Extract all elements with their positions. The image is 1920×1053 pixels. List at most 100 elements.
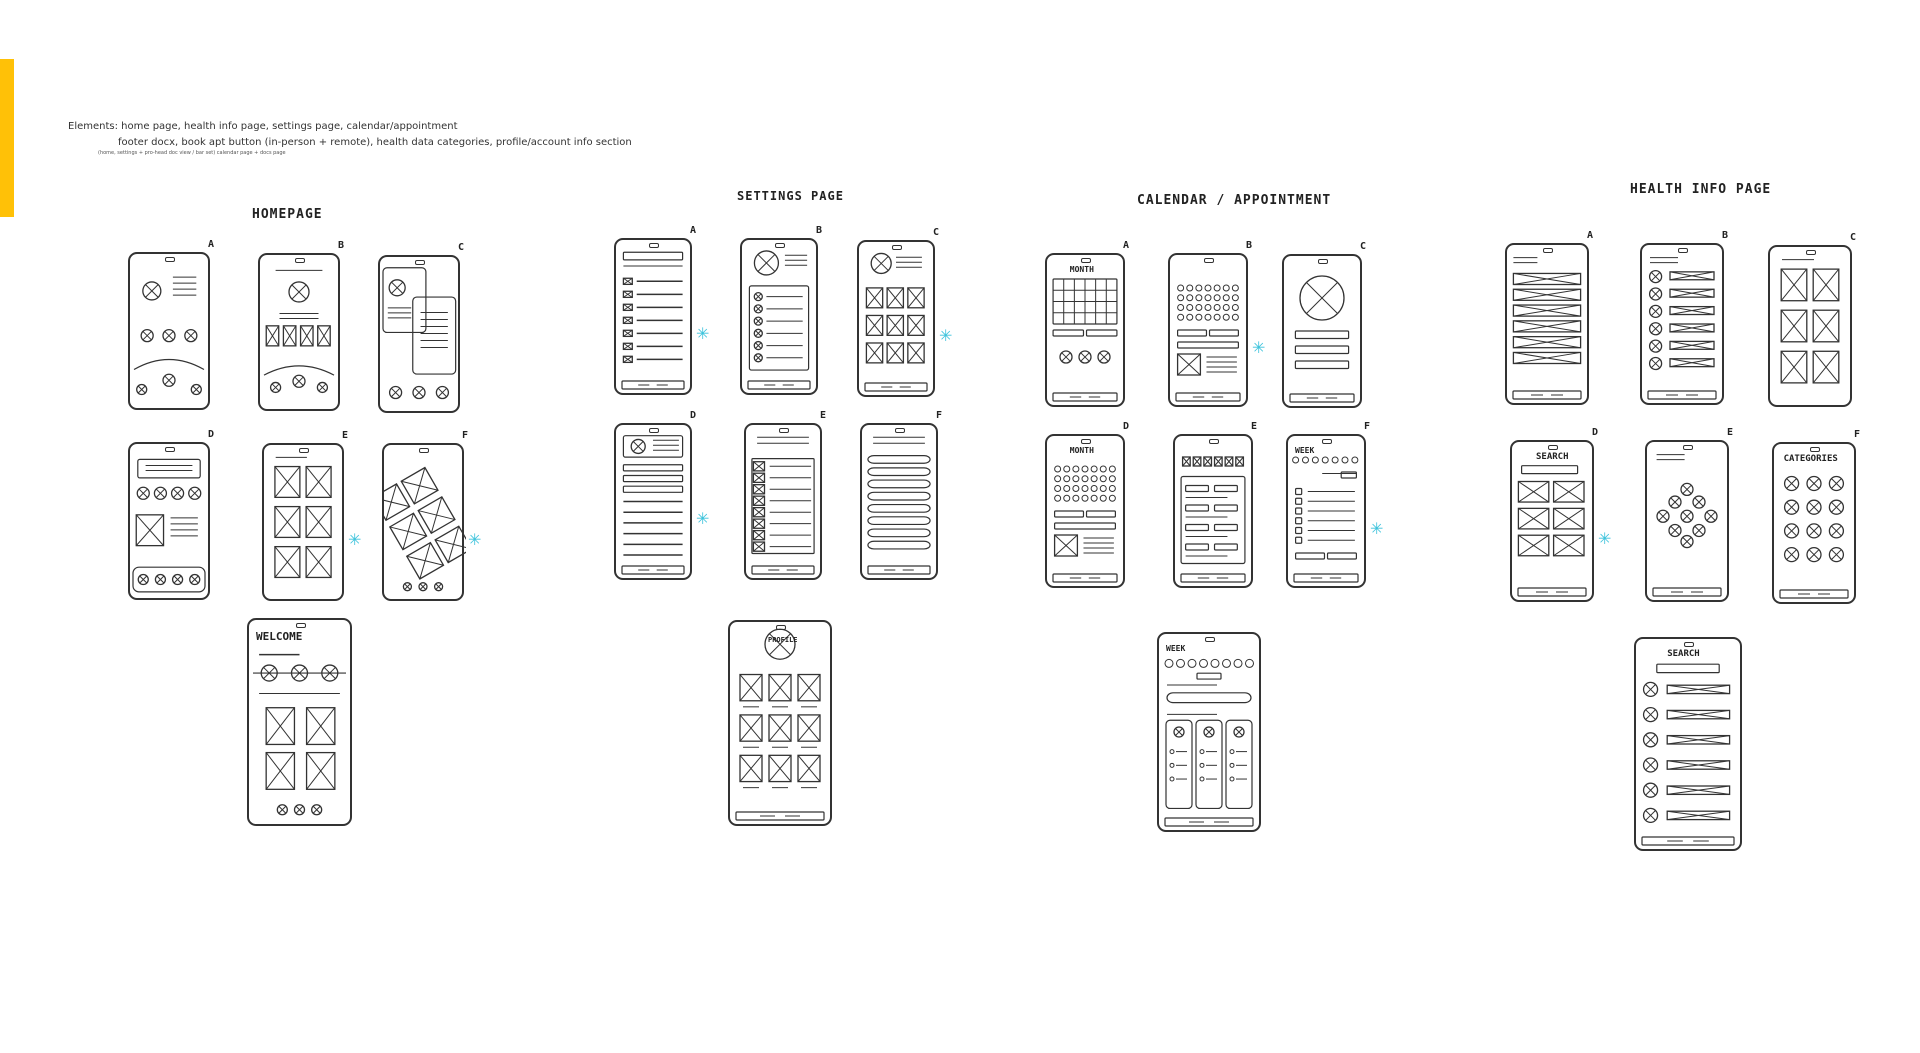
screen-letter: A: [1122, 240, 1129, 251]
screen-letter: E: [1726, 427, 1733, 438]
notes-line-3: (home, settings + pro-head doc view / ba…: [98, 150, 286, 156]
screen-heading: MONTH: [1069, 265, 1094, 274]
wireframe-sketch: [1647, 257, 1717, 400]
notes: Elements: home page, health info page, s…: [68, 119, 632, 156]
wireframe-health-c: C: [1768, 232, 1856, 407]
screen-letter: A: [1586, 230, 1593, 241]
wireframe-calendar-e: E: [1173, 421, 1257, 588]
wireframe-sketch: [1180, 456, 1246, 583]
wireframe-homepage-d: D: [128, 429, 214, 600]
screen-heading: SEARCH: [1667, 649, 1700, 659]
screen-letter: D: [207, 429, 214, 440]
wireframe-sketch: [384, 466, 466, 592]
screen-letter: D: [1122, 421, 1129, 432]
wireframe-sketch: [263, 269, 335, 394]
star-icon: ✳: [468, 529, 482, 549]
accent-bar: [0, 59, 14, 217]
wireframe-sketch: [1517, 465, 1587, 597]
screen-letter: A: [689, 225, 696, 236]
wireframe-sketch: [621, 251, 685, 390]
wireframe-calendar-a: A MONTH: [1045, 240, 1129, 407]
screen-heading: SEARCH: [1536, 452, 1569, 462]
wireframe-homepage-c: C: [378, 242, 464, 413]
wireframe-sketch: [1052, 278, 1118, 402]
wireframe-homepage-f: F✳: [382, 430, 481, 601]
screen-letter: F: [461, 430, 468, 441]
wireframe-homepage-final: WELCOME: [247, 618, 352, 826]
screen-heading: WEEK: [1295, 446, 1315, 455]
wireframe-health-b: B: [1640, 230, 1728, 405]
wireframe-settings-d: D✳: [614, 410, 709, 580]
wireframe-sketch: [1175, 284, 1241, 402]
wireframe-calendar-d: D MONTH: [1045, 421, 1129, 588]
screen-letter: C: [1359, 241, 1366, 252]
star-icon: ✳: [696, 509, 710, 529]
wireframe-health-d: D SEARCH ✳: [1510, 427, 1611, 602]
star-icon: ✳: [939, 326, 953, 346]
wireframe-homepage-a: A: [128, 239, 214, 410]
screen-letter: E: [341, 430, 348, 441]
screen-heading: CATEGORIES: [1783, 454, 1838, 464]
screen-heading: PROFILE: [768, 636, 798, 644]
wireframe-sketch: [1052, 465, 1118, 583]
wireframe-sketch: [274, 456, 332, 579]
screen-letter: A: [207, 239, 214, 250]
section-title-homepage: HOMEPAGE: [252, 207, 323, 222]
screen-letter: F: [1363, 421, 1370, 432]
wireframe-sketch: [133, 276, 205, 396]
star-icon: ✳: [696, 324, 710, 344]
wireframe-health-a: A: [1505, 230, 1593, 405]
wireframe-health-f: F CATEGORIES: [1772, 429, 1860, 604]
wireframe-settings-b: B: [740, 225, 822, 395]
wireframe-sketch: [1292, 456, 1359, 583]
star-icon: ✳: [348, 529, 362, 549]
wireframe-sketch: [1289, 275, 1355, 403]
wireframe-sketch: [867, 436, 931, 575]
wireframe-health-final: SEARCH: [1634, 637, 1742, 851]
screen-letter: E: [1250, 421, 1257, 432]
wireframe-sketch: [132, 458, 206, 593]
wireframe-settings-final: PROFILE: [728, 620, 832, 826]
wireframe-settings-e: E: [744, 410, 826, 580]
star-icon: ✳: [1598, 529, 1612, 549]
section-title-calendar: CALENDAR / APPOINTMENT: [1137, 193, 1332, 208]
screen-letter: C: [1849, 232, 1856, 243]
wireframe-sketch: [735, 628, 825, 821]
screen-letter: B: [337, 240, 344, 251]
wireframe-sketch: [747, 250, 811, 390]
star-icon: ✳: [1370, 518, 1384, 538]
screen-letter: C: [932, 227, 939, 238]
wireframe-sketch: [1780, 259, 1840, 384]
wireframe-calendar-f: F WEEK ✳: [1286, 421, 1383, 588]
wireframe-calendar-b: B✳: [1168, 240, 1265, 407]
section-title-settings: SETTINGS PAGE: [737, 189, 844, 203]
notes-line-1: Elements: home page, health info page, s…: [68, 121, 458, 132]
wireframe-calendar-final: WEEK: [1157, 632, 1261, 832]
wireframe-sketch: [1164, 658, 1254, 827]
wireframe-sketch: [864, 252, 928, 392]
wireframe-sketch: [621, 435, 685, 575]
screen-letter: B: [1245, 240, 1252, 251]
wireframe-homepage-b: B: [258, 240, 344, 411]
wireframe-sketch: [1779, 475, 1849, 599]
screen-letter: C: [457, 242, 464, 253]
screen-letter: D: [689, 410, 696, 421]
wireframe-health-e: E: [1645, 427, 1733, 602]
wireframe-sketch: [1641, 663, 1735, 846]
wireframe-homepage-e: E✳: [262, 430, 361, 601]
wireframe-calendar-c: C: [1282, 241, 1366, 408]
section-title-health: HEALTH INFO PAGE: [1630, 182, 1772, 197]
wireframe-settings-c: C✳: [857, 227, 952, 397]
wireframe-sketch: [382, 267, 457, 400]
wireframe-settings-f: F: [860, 410, 942, 580]
notes-line-2: footer docx, book apt button (in-person …: [118, 136, 632, 148]
wireframe-sketch: [1512, 257, 1582, 400]
wireframe-sketch: [751, 436, 815, 575]
screen-letter: D: [1591, 427, 1598, 438]
star-icon: ✳: [1252, 337, 1266, 357]
screen-letter: F: [935, 410, 942, 421]
wireframe-sketch: [1652, 454, 1722, 597]
screen-letter: B: [815, 225, 822, 236]
screen-letter: F: [1853, 429, 1860, 440]
screen-heading: MONTH: [1069, 446, 1094, 455]
